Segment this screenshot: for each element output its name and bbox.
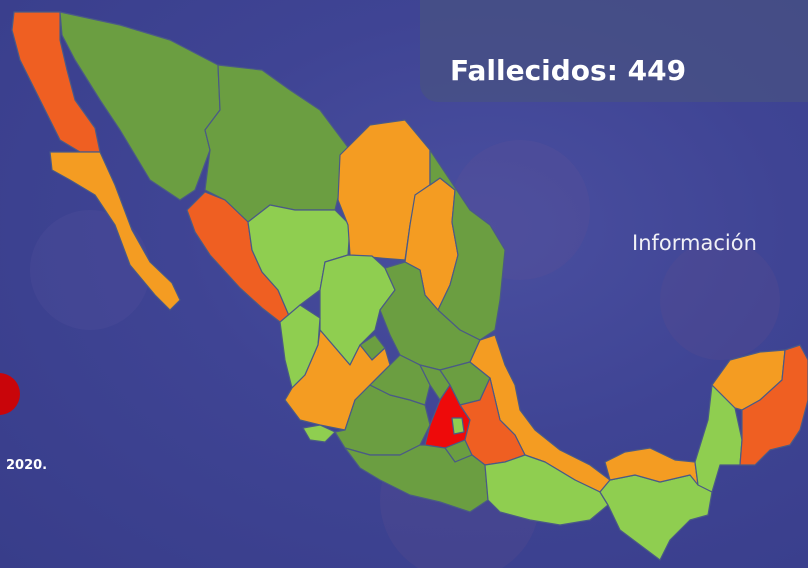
info-label[interactable]: Información xyxy=(632,231,757,255)
state-chihuahua[interactable] xyxy=(204,64,351,223)
state-sonora[interactable] xyxy=(59,11,221,201)
state-chiapas[interactable] xyxy=(599,474,713,561)
state-guerrero[interactable] xyxy=(344,444,489,513)
state-colima[interactable] xyxy=(302,424,336,443)
state-baja-california-sur[interactable] xyxy=(49,151,181,311)
stats-card: Fallecidos: 449 xyxy=(420,0,808,102)
state-quintana-roo[interactable] xyxy=(739,344,808,466)
state-cdmx[interactable] xyxy=(451,417,465,435)
state-jalisco[interactable] xyxy=(284,329,391,431)
red-marker-icon xyxy=(0,373,20,415)
deaths-count: Fallecidos: 449 xyxy=(450,54,687,87)
date-note: 2020. xyxy=(6,458,48,473)
